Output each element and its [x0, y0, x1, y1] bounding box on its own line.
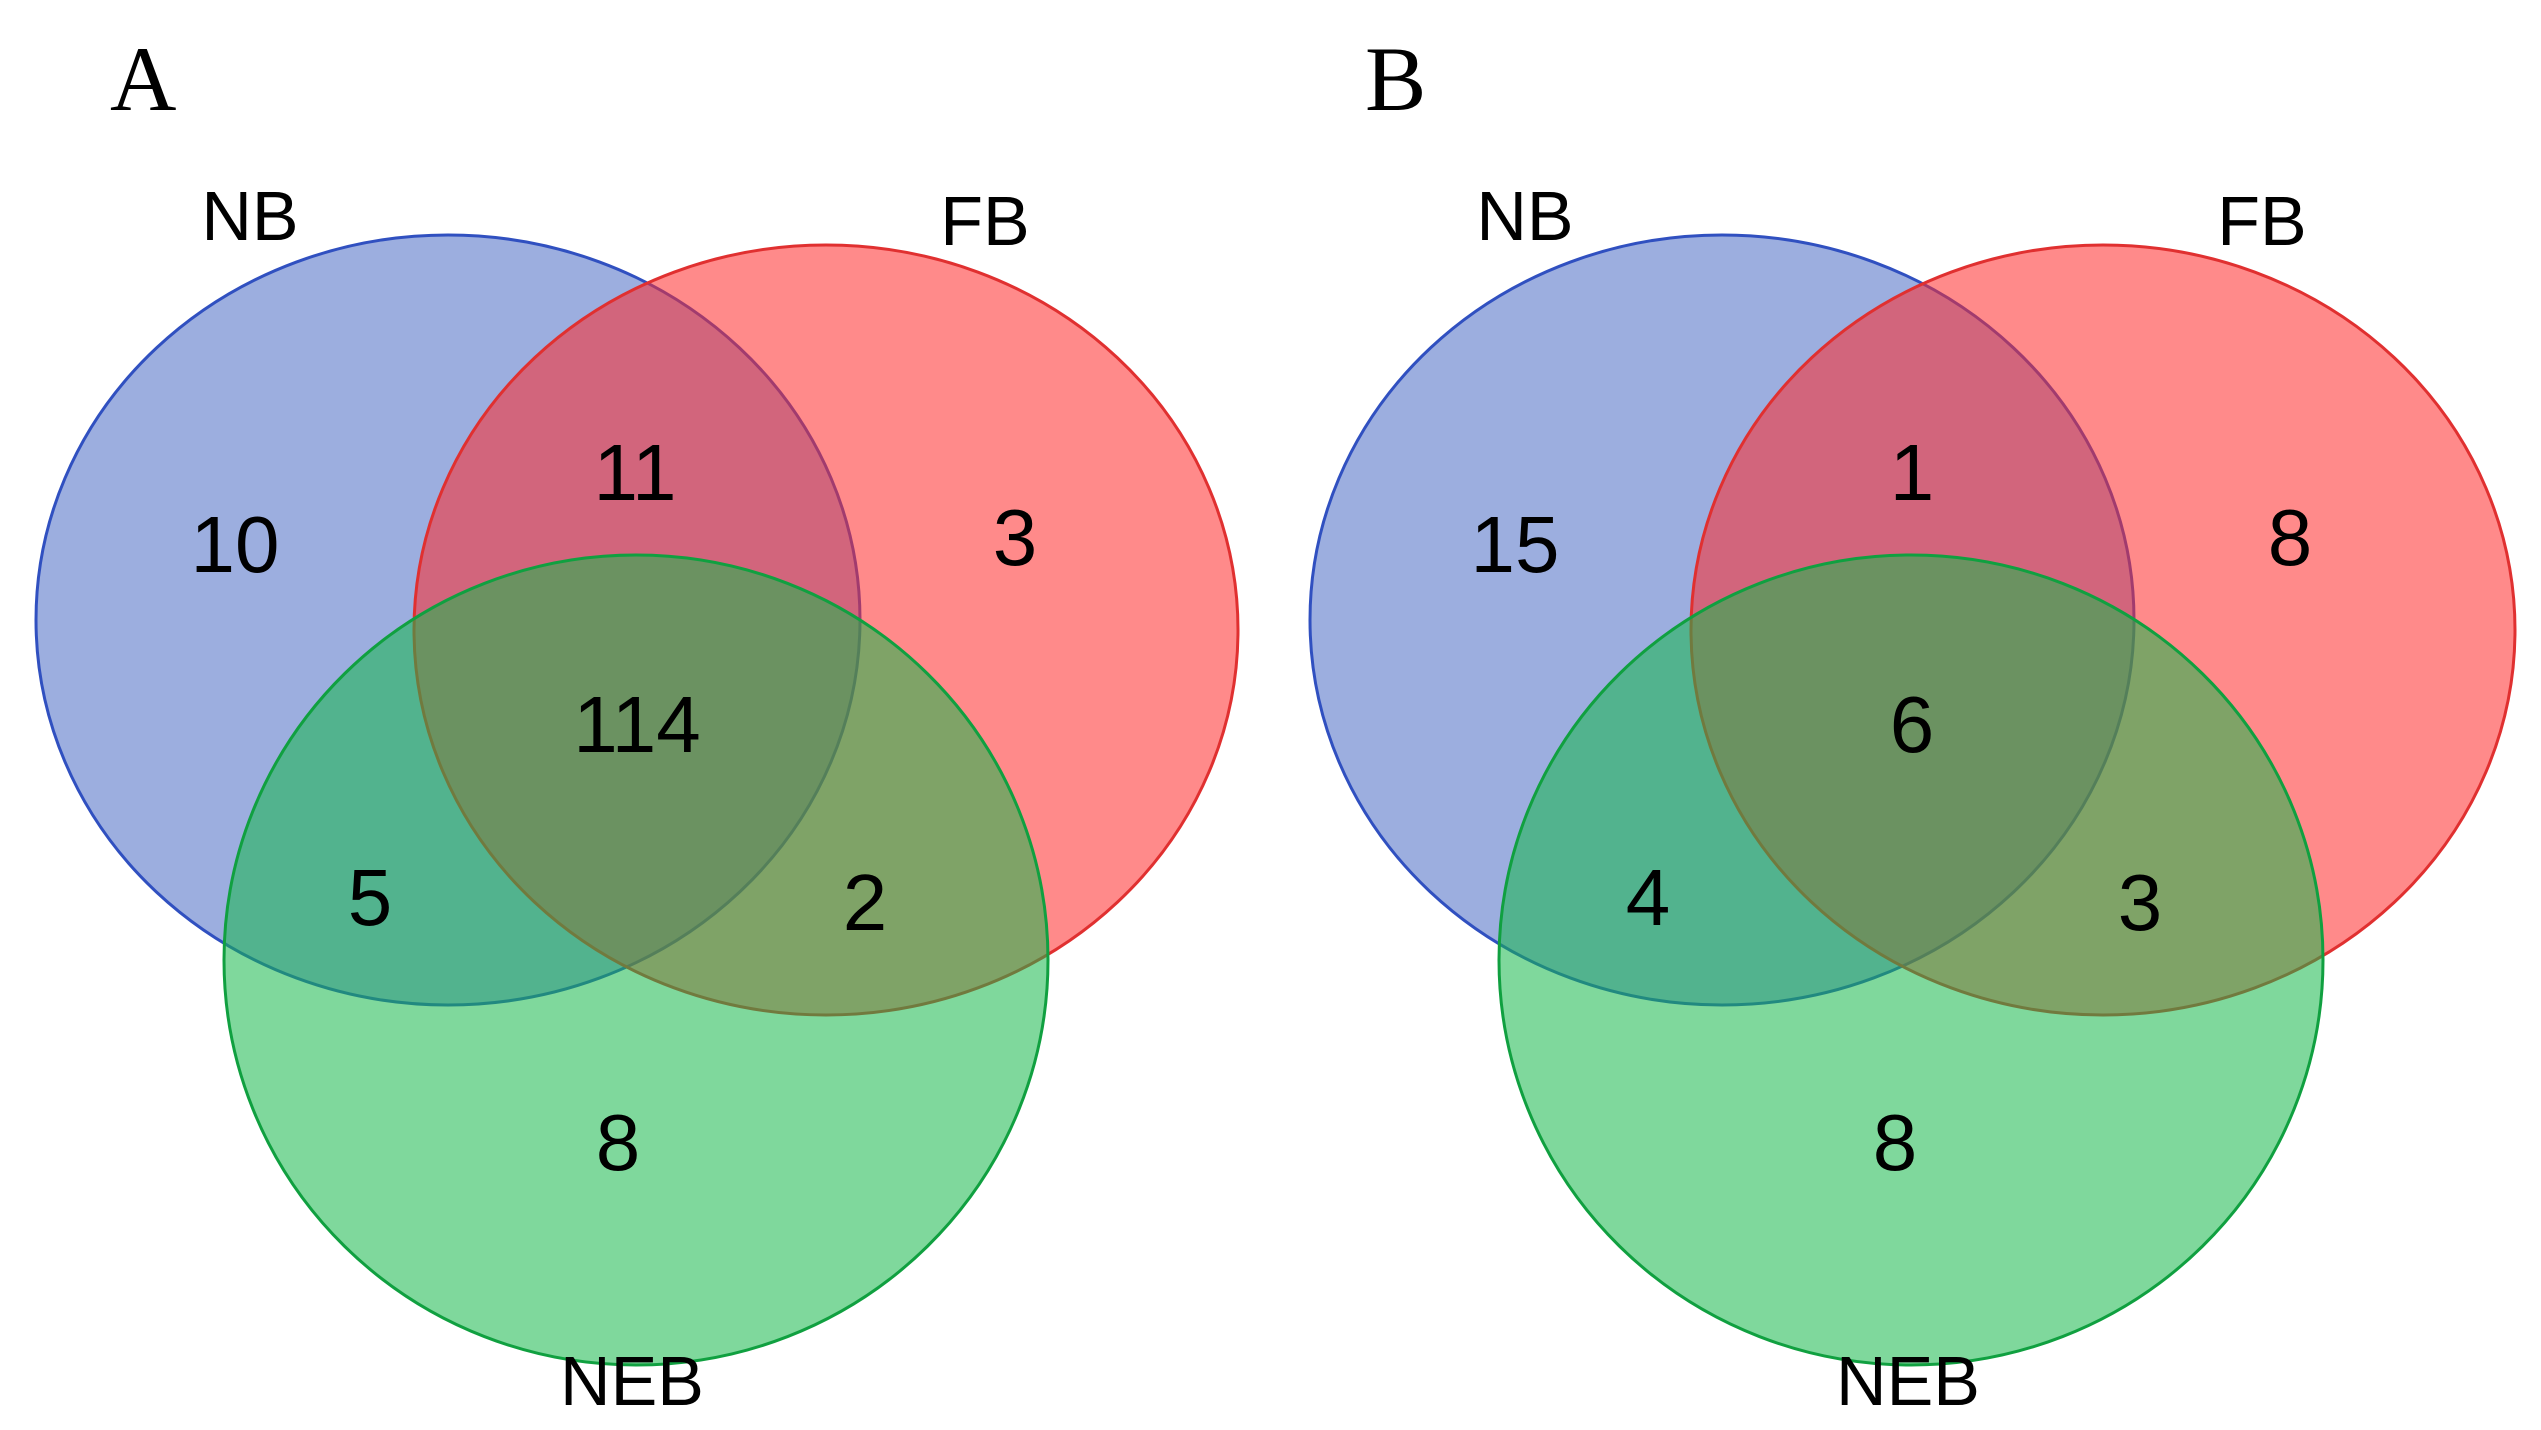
- nb-only-count: 10: [191, 500, 280, 589]
- all-three-count: 6: [1890, 680, 1935, 769]
- panel-letter: B: [1365, 28, 1426, 130]
- neb-set-label: NEB: [560, 1342, 704, 1420]
- neb-set-label: NEB: [1836, 1342, 1980, 1420]
- neb-only-count: 8: [596, 1098, 641, 1187]
- panel-a: A NB FB NEB 10 11 3 114 5 2 8: [34, 28, 1240, 1420]
- nb-set-label: NB: [201, 177, 298, 255]
- nb-neb-count: 5: [348, 853, 393, 942]
- fb-only-count: 3: [993, 493, 1038, 582]
- nb-fb-count: 1: [1890, 428, 1935, 517]
- panel-b: B NB FB NEB 15 1 8 6 4 3 8: [1308, 28, 2517, 1420]
- nb-set-label: NB: [1476, 177, 1573, 255]
- nb-neb-count: 4: [1626, 853, 1671, 942]
- fb-set-label: FB: [2217, 182, 2306, 260]
- neb-only-count: 8: [1873, 1098, 1918, 1187]
- fb-neb-count: 2: [843, 858, 888, 947]
- all-three-count: 114: [573, 680, 701, 769]
- fb-only-count: 8: [2268, 493, 2313, 582]
- neb-circle: [222, 553, 1050, 1367]
- nb-fb-count: 11: [593, 428, 676, 517]
- fb-set-label: FB: [940, 182, 1029, 260]
- fb-neb-count: 3: [2118, 858, 2163, 947]
- panel-letter: A: [110, 28, 176, 130]
- neb-circle: [1497, 553, 2325, 1367]
- nb-only-count: 15: [1471, 500, 1560, 589]
